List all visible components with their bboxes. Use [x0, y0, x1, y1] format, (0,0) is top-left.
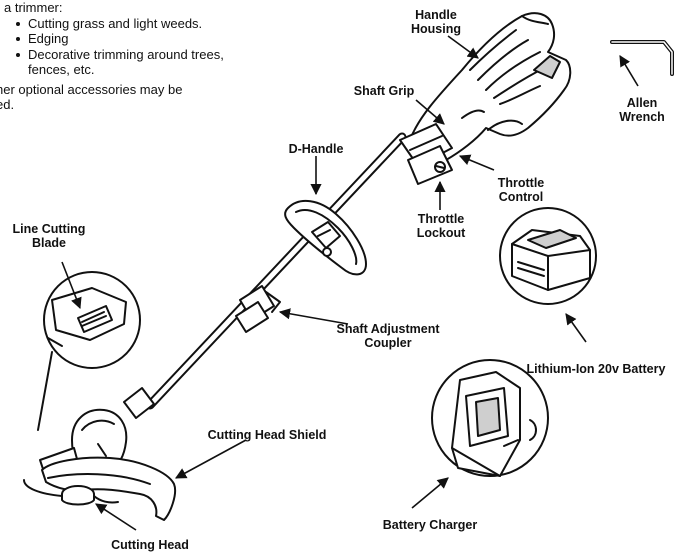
bullet-icon [16, 37, 20, 41]
intro-text: a trimmer: Cutting grass and light weeds… [0, 0, 290, 113]
label-allen-wrench: Allen Wrench [619, 96, 665, 124]
label-shaft-adjustment-coupler: Shaft Adjustment Coupler [336, 322, 440, 350]
battery-charger-inset [431, 359, 549, 477]
label-shaft-grip: Shaft Grip [353, 84, 415, 98]
arrow-shaft-grip [415, 99, 445, 125]
accessory-note: her optional accessories may be ed. [0, 81, 183, 113]
leader-arrows [61, 35, 639, 531]
list-item: Decorative trimming around trees, [0, 47, 290, 63]
list-item: fences, etc. [28, 62, 95, 77]
list-item: Cutting grass and light weeds. [0, 16, 290, 32]
label-throttle-lockout: Throttle Lockout [416, 212, 466, 240]
label-line-cutting-blade: Line Cutting Blade [12, 222, 86, 250]
handle-housing [409, 12, 572, 163]
arrow-throttle-control [458, 154, 495, 171]
arrow-handle-housing [447, 35, 479, 59]
label-d-handle: D-Handle [288, 142, 344, 156]
d-handle [284, 199, 367, 276]
bullet-icon [16, 52, 20, 57]
line-cutting-blade-inset [43, 271, 141, 369]
bullet-icon [16, 21, 20, 26]
allen-wrench [610, 40, 674, 76]
cutting-head-shield [41, 456, 176, 521]
list-item: Edging [0, 31, 290, 47]
label-cutting-head: Cutting Head [111, 538, 189, 552]
label-battery: Lithium-Ion 20v Battery [526, 362, 666, 376]
intro-lead: a trimmer: [4, 0, 63, 15]
inset-leader-line [37, 351, 53, 431]
arrow-line-cutting-blade [61, 261, 82, 310]
throttle-assembly [407, 145, 453, 185]
shaft [145, 132, 407, 410]
label-battery-charger: Battery Charger [382, 518, 478, 532]
lower-collar [123, 387, 155, 419]
battery-inset [499, 207, 597, 305]
arrow-battery [565, 313, 587, 343]
arrow-shaft-adjustment-coupler [278, 308, 349, 325]
label-throttle-control: Throttle Control [497, 176, 545, 204]
uses-list: Cutting grass and light weeds. Edging De… [0, 16, 290, 78]
shaft-adjustment-coupler [235, 285, 281, 333]
label-cutting-head-shield: Cutting Head Shield [207, 428, 327, 442]
arrow-battery-charger [411, 477, 449, 509]
arrow-cutting-head-shield [175, 439, 247, 479]
spool [23, 479, 95, 506]
arrow-cutting-head [95, 503, 137, 531]
arrow-allen-wrench [619, 55, 639, 87]
label-handle-housing: Handle Housing [411, 8, 461, 36]
